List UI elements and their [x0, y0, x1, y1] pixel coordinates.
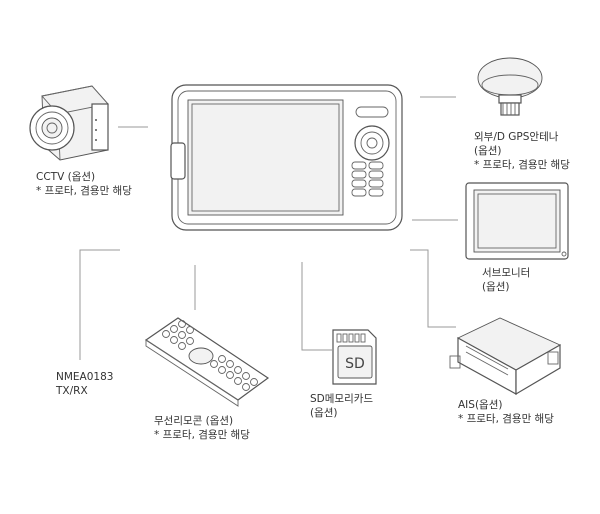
gps-note: * 프로타, 겸용만 해당 — [474, 159, 570, 171]
nmea-line1: NMEA0183 — [56, 371, 114, 383]
cctv-note: * 프로타, 겸용만 해당 — [36, 185, 132, 197]
gps-label: 외부/D GPS안테나 (옵션) * 프로타, 겸용만 해당 — [474, 130, 570, 172]
sub-monitor-name: 서브모니터 — [482, 267, 531, 279]
sub-monitor-option: (옵션) — [482, 281, 510, 293]
main-unit-device — [170, 84, 403, 231]
ais-name: AIS(옵션) — [458, 399, 503, 411]
gps-antenna-device — [477, 57, 543, 116]
remote-control-device — [144, 317, 270, 407]
ais-device — [449, 317, 561, 396]
cctv-name: CCTV (옵션) — [36, 171, 96, 183]
connector-nmea — [79, 249, 120, 360]
cctv-label: CCTV (옵션) * 프로타, 겸용만 해당 — [36, 170, 132, 198]
remote-label: 무선리모콘 (옵션) * 프로타, 겸용만 해당 — [154, 414, 250, 442]
sub-monitor-device — [465, 182, 569, 260]
gps-option: (옵션) — [474, 145, 502, 157]
ais-label: AIS(옵션) * 프로타, 겸용만 해당 — [458, 398, 554, 426]
remote-name: 무선리모콘 (옵션) — [154, 415, 234, 427]
sd-card-option: (옵션) — [310, 407, 338, 419]
sub-monitor-label: 서브모니터 (옵션) — [482, 266, 530, 294]
connector-lines — [79, 96, 458, 360]
gps-name: 외부/D GPS안테나 — [474, 131, 559, 143]
cctv-camera-device — [29, 85, 109, 161]
nmea-line2: TX/RX — [56, 385, 88, 397]
ais-note: * 프로타, 겸용만 해당 — [458, 413, 554, 425]
nmea-label: NMEA0183 TX/RX — [56, 370, 113, 398]
connector-ais — [410, 249, 456, 328]
sd-card-name: SD메모리카드 — [310, 393, 374, 405]
remote-note: * 프로타, 겸용만 해당 — [154, 429, 250, 441]
sd-card-text-label: SD메모리카드 (옵션) — [310, 392, 373, 420]
sd-card-label: SD — [345, 356, 365, 372]
sd-card-device: SD — [332, 329, 377, 385]
connector-sd-card — [301, 262, 332, 351]
